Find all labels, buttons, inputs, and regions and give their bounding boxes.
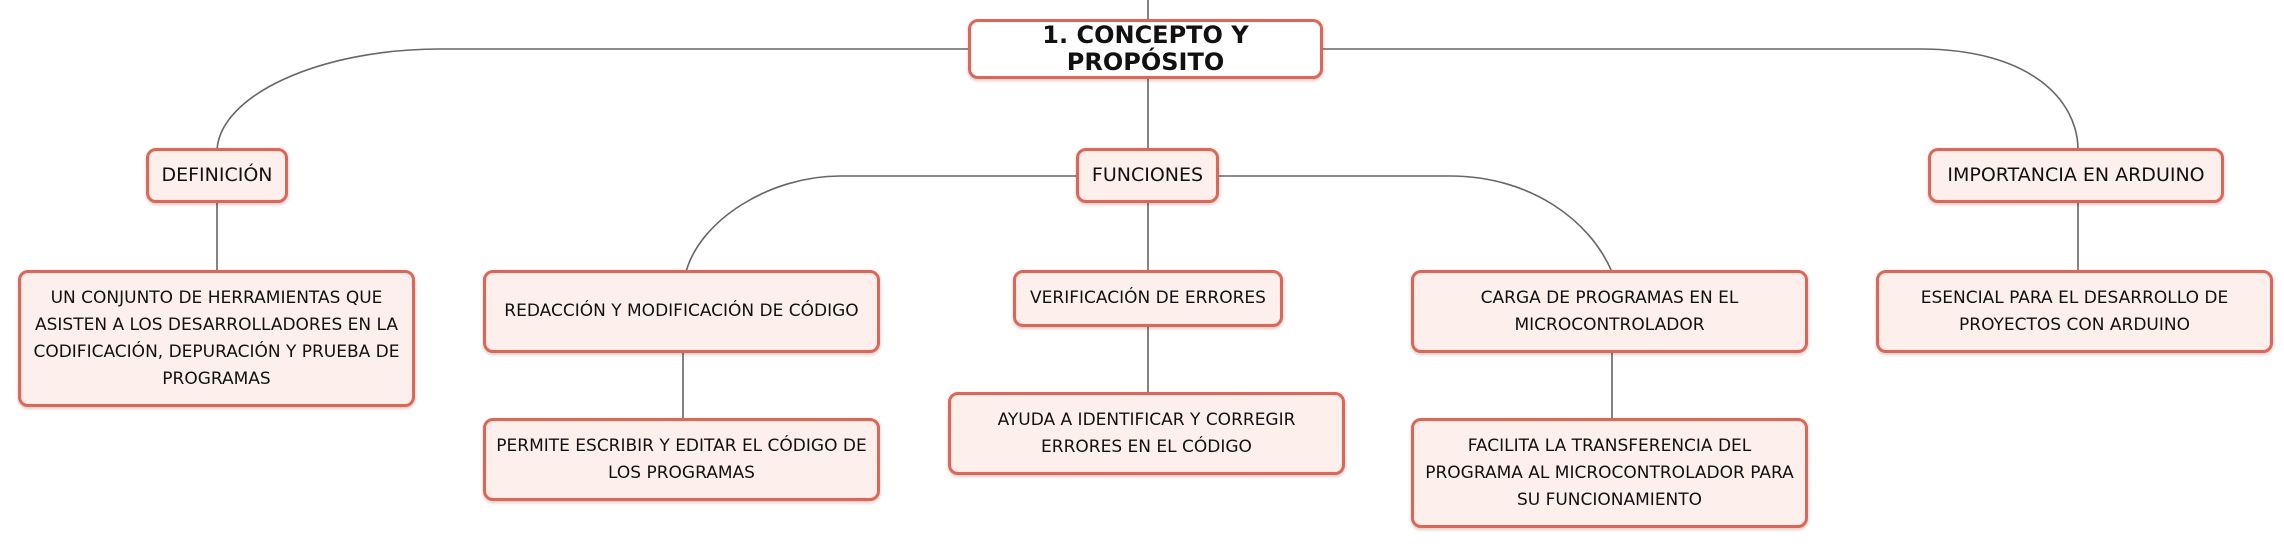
connector-funciones-redaccion <box>685 175 1077 273</box>
topic-carga[interactable]: CARGA DE PROGRAMAS EN EL MICROCONTROLADO… <box>1411 270 1808 353</box>
importancia-description[interactable]: ESENCIAL PARA EL DESARROLLO DE PROYECTOS… <box>1876 270 2273 353</box>
carga-description[interactable]: FACILITA LA TRANSFERENCIA DEL PROGRAMA A… <box>1411 418 1808 528</box>
connector-root-definicion <box>216 48 968 151</box>
topic-funciones[interactable]: FUNCIONES <box>1076 148 1219 203</box>
verificacion-description[interactable]: AYUDA A IDENTIFICAR Y CORREGIR ERRORES E… <box>948 392 1345 475</box>
topic-importancia[interactable]: IMPORTANCIA EN ARDUINO <box>1928 148 2224 203</box>
root-topic[interactable]: 1. CONCEPTO Y PROPÓSITO <box>968 19 1323 79</box>
topic-verificacion[interactable]: VERIFICACIÓN DE ERRORES <box>1013 270 1283 327</box>
definicion-description[interactable]: UN CONJUNTO DE HERRAMIENTAS QUE ASISTEN … <box>18 270 415 407</box>
topic-definicion[interactable]: DEFINICIÓN <box>146 148 288 203</box>
connector-funciones-carga <box>1218 175 1613 273</box>
topic-redaccion[interactable]: REDACCIÓN Y MODIFICACIÓN DE CÓDIGO <box>483 270 880 353</box>
connector-root-importancia <box>1323 48 2079 151</box>
redaccion-description[interactable]: PERMITE ESCRIBIR Y EDITAR EL CÓDIGO DE L… <box>483 418 880 501</box>
